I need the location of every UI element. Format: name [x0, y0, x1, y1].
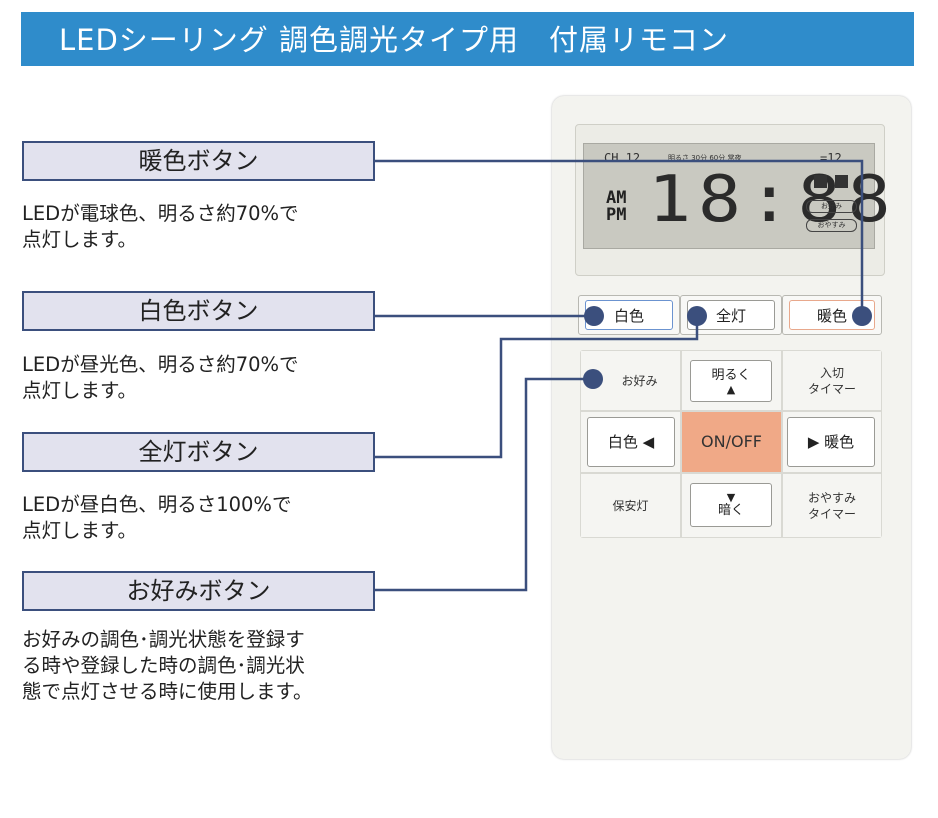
desc-line: る時や登録した時の調色･調光状	[22, 654, 305, 677]
on-off-button[interactable]: ON/OFF	[682, 412, 781, 472]
okonomi-leader-line	[375, 377, 593, 592]
warm-adjust-label: ▶ 暖色	[807, 433, 855, 451]
sleep-timer-label-1: おやすみ	[807, 490, 856, 505]
white-color-button[interactable]: 白色	[585, 300, 673, 330]
bright-down-label: 暗く	[717, 502, 744, 518]
bright-up-label: 明るく	[711, 367, 751, 383]
okonomi-label: お好み	[621, 373, 658, 388]
full-button-desc: LEDが昼白色、明るさ100%で 点灯します。	[22, 492, 392, 544]
okonomi-button-label: お好みボタン	[22, 571, 375, 611]
desc-line: 点灯します。	[22, 228, 138, 251]
desc-line: お好みの調色･調光状態を登録す	[22, 628, 305, 651]
lcd-pill-okonomi: お好み	[806, 200, 857, 213]
full-light-button[interactable]: 全灯	[687, 300, 775, 330]
on-off-label: ON/OFF	[701, 432, 762, 451]
desc-line: 点灯します。	[22, 379, 138, 402]
night-light-button[interactable]: 保安灯	[581, 474, 680, 537]
white-button-frame: 白色	[578, 295, 680, 335]
warm-leader-line	[375, 159, 864, 317]
warm-adjust-button[interactable]: ▶ 暖色	[787, 417, 875, 467]
full-button-marker	[687, 306, 707, 326]
sleep-timer-label-2: タイマー	[807, 506, 856, 521]
full-light-label: 全灯	[715, 306, 746, 325]
warm-color-label: 暖色	[816, 306, 847, 325]
white-adjust-button[interactable]: 白色 ◀	[587, 417, 675, 467]
on-timer-button[interactable]: 入切 タイマー	[783, 351, 881, 410]
lcd-indicator	[835, 175, 848, 188]
banner-title: LEDシーリング 調色調光タイプ用 付属リモコン	[59, 23, 730, 57]
on-timer-label-1: 入切	[819, 365, 844, 380]
lcd-mode-labels: 明るさ 30分 60分 常夜	[668, 154, 742, 162]
desc-line: LEDが電球色、明るさ約70%で	[22, 202, 299, 225]
desc-line: 点灯します。	[22, 519, 138, 542]
desc-line: LEDが昼白色、明るさ100%で	[22, 493, 292, 516]
white-adjust-cell: 白色 ◀	[581, 412, 680, 472]
lcd-am: AM	[606, 188, 627, 208]
on-timer-label-2: タイマー	[807, 381, 856, 396]
white-button-desc: LEDが昼光色、明るさ約70%で 点灯します。	[22, 352, 392, 404]
white-color-label: 白色	[613, 306, 644, 325]
desc-line: LEDが昼光色、明るさ約70%で	[22, 353, 299, 376]
warm-button-label: 暖色ボタン	[22, 141, 375, 181]
okonomi-button-desc: お好みの調色･調光状態を登録す る時や登録した時の調色･調光状 態で点灯させる時…	[22, 627, 392, 705]
sleep-timer-button[interactable]: おやすみ タイマー	[783, 474, 881, 537]
lcd-ampm: AM PM	[606, 190, 626, 224]
bright-up-cell: 明るく ▲	[682, 351, 781, 410]
warm-adjust-cell: ▶ 暖色	[783, 412, 881, 472]
full-button-label: 全灯ボタン	[22, 432, 375, 472]
white-button-marker	[584, 306, 604, 326]
bright-up-button[interactable]: 明るく ▲	[690, 360, 772, 402]
lcd-indicator	[814, 175, 827, 188]
okonomi-button-marker	[583, 369, 603, 389]
bright-down-button[interactable]: ▼ 暗く	[690, 483, 772, 527]
desc-line: 態で点灯させる時に使用します。	[22, 680, 313, 703]
warm-button-desc: LEDが電球色、明るさ約70%で 点灯します。	[22, 201, 392, 253]
lcd-pm: PM	[606, 205, 627, 225]
title-banner: LEDシーリング 調色調光タイプ用 付属リモコン	[21, 12, 914, 66]
bright-down-cell: ▼ 暗く	[682, 474, 781, 537]
white-button-label: 白色ボタン	[22, 291, 375, 331]
white-adjust-label: 白色 ◀	[607, 433, 655, 451]
lcd-pill-sleep: おやすみ	[806, 219, 857, 232]
night-light-label: 保安灯	[612, 498, 649, 513]
warm-button-marker	[852, 306, 872, 326]
up-arrow-icon: ▲	[726, 382, 736, 396]
down-arrow-icon: ▼	[726, 490, 736, 504]
full-leader-line	[375, 318, 699, 459]
